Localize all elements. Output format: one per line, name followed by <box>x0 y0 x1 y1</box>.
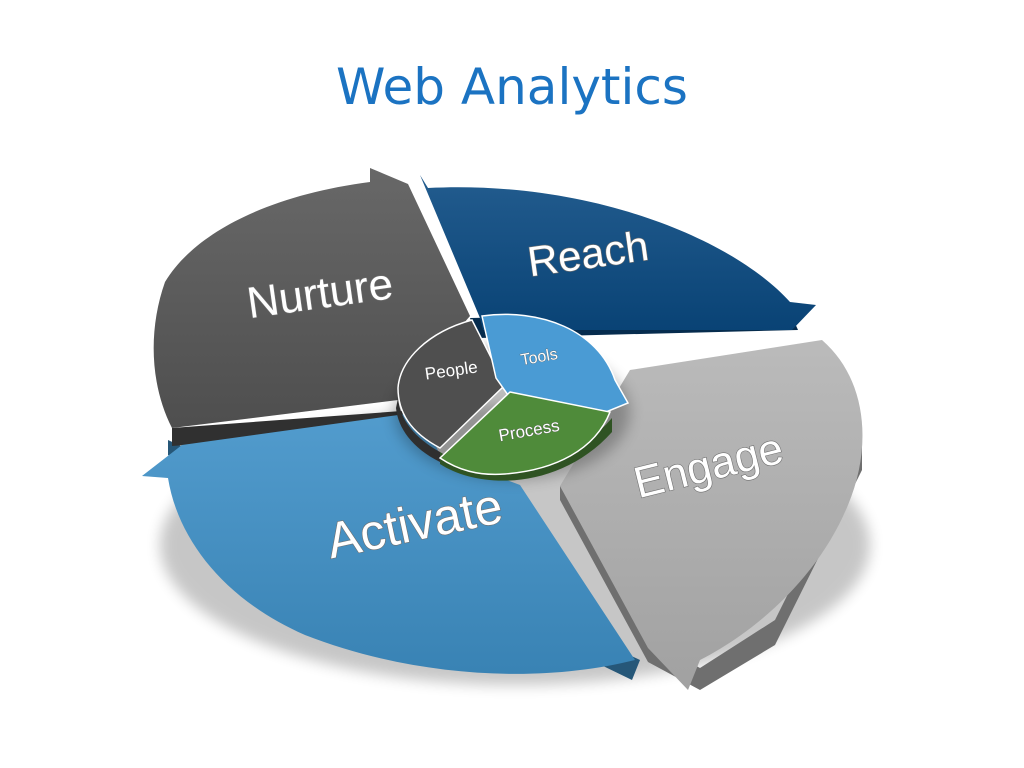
activate-shine <box>142 412 635 674</box>
hub-people-wall <box>396 398 440 462</box>
engage-wall <box>560 445 862 690</box>
hub-segment-people <box>397 319 506 449</box>
slide-title: Web Analytics <box>336 58 688 116</box>
nurture-wall <box>172 410 420 446</box>
nurture-shine <box>153 168 470 428</box>
hub-label-tools: Tools <box>519 346 559 369</box>
hub-segment-process <box>438 391 612 476</box>
reach-shine <box>420 175 816 330</box>
hub-process-wall <box>440 418 612 481</box>
hub: Tools Process People <box>394 313 630 481</box>
engage-shine <box>560 340 863 690</box>
segment-shine <box>142 168 863 690</box>
hub-segment-tools <box>481 313 630 413</box>
